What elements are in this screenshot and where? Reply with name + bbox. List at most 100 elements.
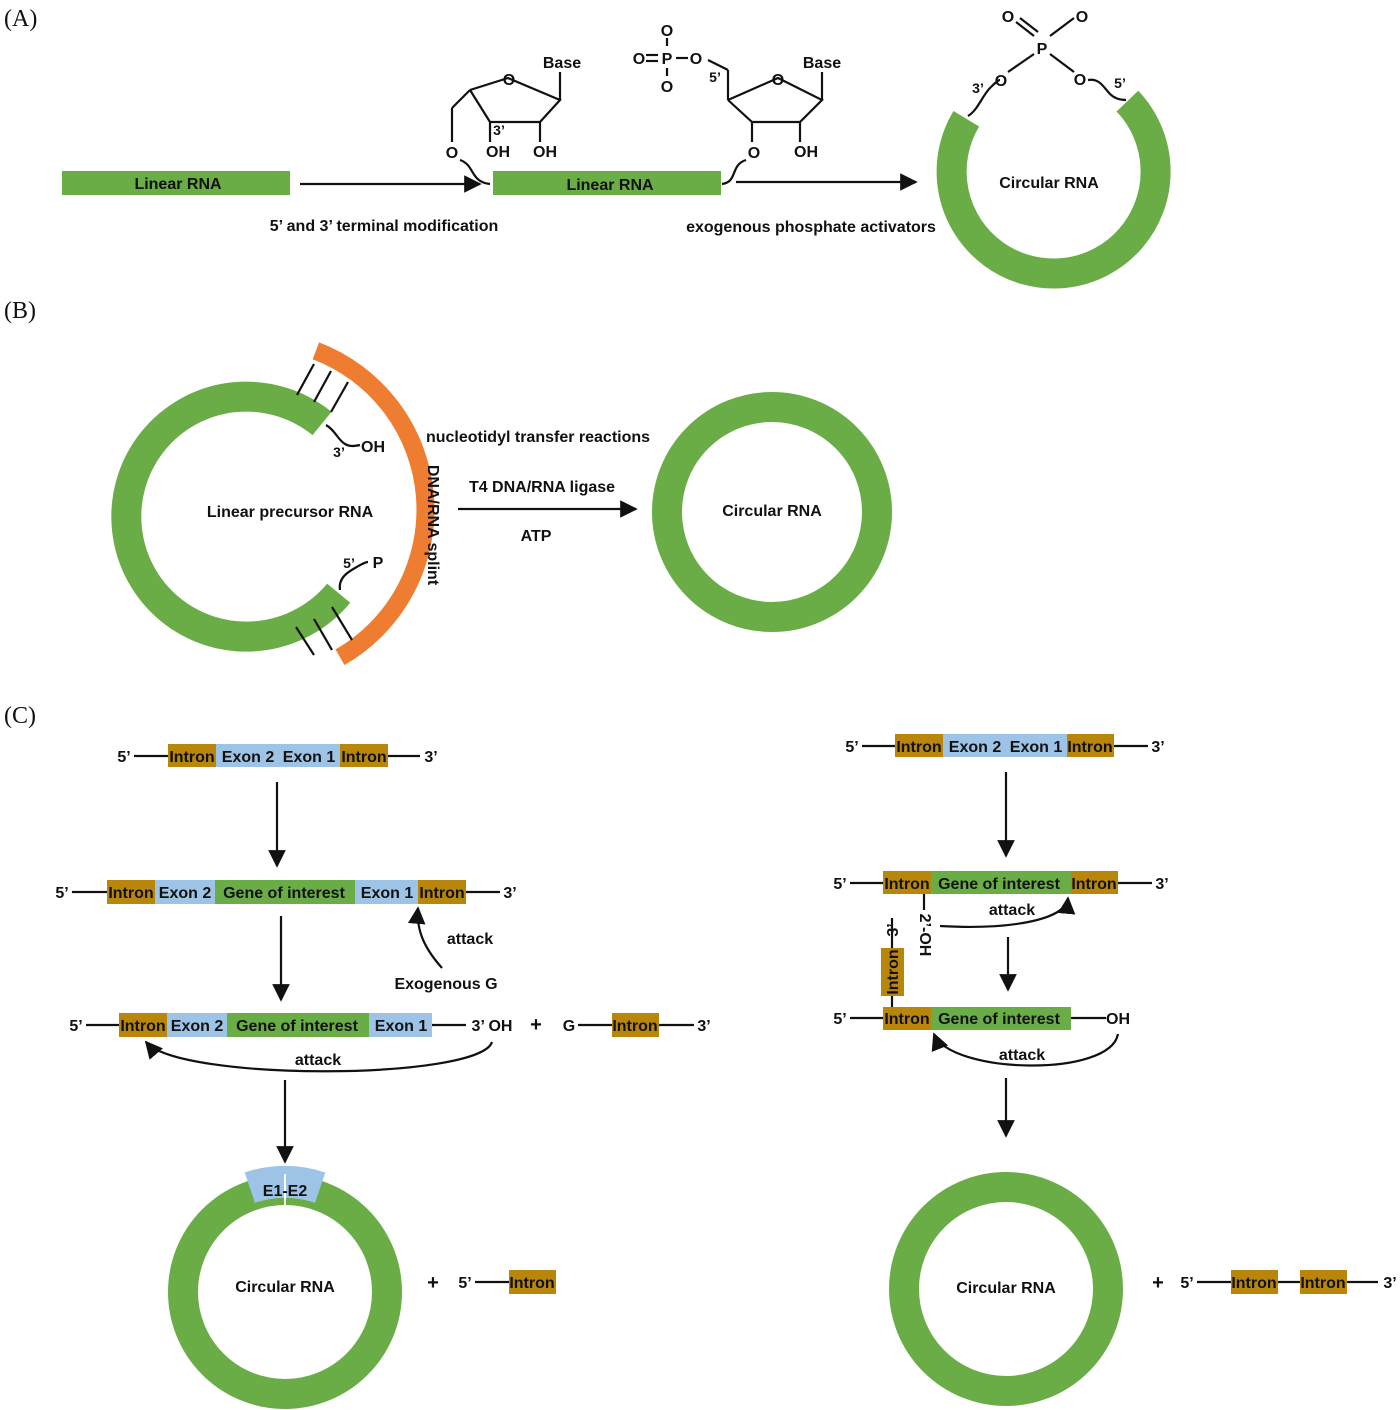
gene-block — [227, 1013, 369, 1037]
base-right: Base — [803, 55, 841, 72]
intron-label: Intron — [884, 876, 929, 893]
intron-label: Intron — [1067, 739, 1112, 756]
intron-label: Intron — [1300, 1275, 1345, 1292]
bridge-o-right: O — [1074, 72, 1086, 89]
panel-c-label: (C) — [4, 703, 36, 729]
base-pair-line — [313, 370, 332, 403]
p-atom-a: P — [662, 51, 673, 68]
bridge-o-top: O — [1076, 9, 1088, 26]
exon1-label: Exon 1 — [1010, 739, 1063, 756]
gene-block — [931, 1007, 1071, 1030]
bridge-3prime-curve — [967, 78, 1001, 117]
three-prime-left: 3’ — [493, 122, 505, 138]
panel-b-label: (B) — [4, 298, 36, 324]
intron-label: Intron — [341, 749, 386, 766]
intron-label: Intron — [884, 1011, 929, 1028]
precursor-open-ring — [111, 381, 351, 652]
intron-block — [883, 871, 931, 894]
linear-rna-bar-mid — [493, 171, 721, 195]
atp-label: ATP — [521, 528, 552, 545]
attack-arrow-2oh — [939, 896, 1076, 928]
intron-block — [340, 744, 388, 767]
five-prime: 5’ — [69, 1018, 82, 1035]
circular-rna-c-right-ring — [889, 1172, 1123, 1406]
o-down: O — [661, 79, 673, 96]
g-label: G — [563, 1018, 575, 1035]
oh-2-left: OH — [533, 144, 557, 161]
bridge-dbl-2 — [1019, 17, 1039, 33]
five-prime: 5’ — [117, 749, 130, 766]
gene-label: Gene of interest — [223, 885, 345, 902]
intron-block — [509, 1270, 556, 1294]
panel-c: (C) 5’ Intron Exon 2 Exon 1 Intron 3’ 5’… — [4, 703, 1397, 1409]
bridge-bond-right — [1049, 53, 1075, 73]
five-prime: 5’ — [833, 876, 846, 893]
ring-o-right: O — [772, 72, 784, 89]
exon2-label: Exon 2 — [159, 885, 212, 902]
junction-label: E1-E2 — [263, 1183, 308, 1200]
phosphate-bridge: 3’ O P O 5’ O O — [967, 9, 1127, 117]
five-prime: 5’ — [458, 1275, 471, 1292]
o-link-left: O — [446, 145, 458, 162]
b-oh: OH — [361, 439, 385, 456]
circular-rna-c-left-label: Circular RNA — [235, 1279, 335, 1296]
gene-label: Gene of interest — [938, 876, 1060, 893]
attack-label: attack — [989, 902, 1035, 919]
attack-arrow-oh — [144, 1040, 494, 1073]
base-pairs-top — [296, 363, 349, 413]
sugar-ring-right — [727, 76, 824, 124]
o-ester: O — [690, 51, 702, 68]
plus-sign: + — [427, 1272, 439, 1294]
three-prime: 3’ — [424, 749, 437, 766]
o-link-right: O — [748, 145, 760, 162]
three-oh-label: 3’ OH — [472, 1018, 513, 1035]
three-prime: 3’ — [1151, 739, 1164, 756]
circular-rna-c-right-label: Circular RNA — [956, 1280, 1056, 1297]
base-pair-line — [331, 606, 353, 641]
exon-block — [216, 744, 340, 767]
attack-arrow-g — [407, 906, 443, 969]
attack-label: attack — [447, 931, 493, 948]
intron-label: Intron — [612, 1018, 657, 1035]
exon1-label: Exon 1 — [361, 885, 414, 902]
three-prime: 3’ — [697, 1018, 710, 1035]
circular-rna-b-ring — [652, 392, 892, 632]
o-up: O — [661, 23, 673, 40]
intron-block — [418, 880, 466, 904]
plus-sign: + — [530, 1014, 542, 1036]
oh-end-curve — [325, 424, 361, 448]
intron-label: Intron — [419, 885, 464, 902]
panel-b: (B) Linear precursor RNA DNA/RNA splint … — [4, 298, 892, 666]
intron-label: Intron — [509, 1275, 554, 1292]
b-five-prime: 5’ — [343, 555, 355, 571]
intron-block — [612, 1013, 659, 1037]
link-left-curve — [459, 158, 491, 186]
five-prime-right: 5’ — [709, 69, 721, 85]
bridge-bond-left — [1007, 53, 1035, 73]
left-pathway: 5’ Intron Exon 2 Exon 1 Intron 3’ 5’ Int… — [55, 744, 711, 1409]
intron-label: Intron — [1231, 1275, 1276, 1292]
sugar-ring-left — [469, 76, 562, 124]
intron-block — [168, 744, 216, 767]
gene-label: Gene of interest — [236, 1018, 358, 1035]
intron-label: Intron — [108, 885, 153, 902]
b-three-prime: 3’ — [333, 444, 345, 460]
five-prime: 5’ — [845, 739, 858, 756]
intron-block — [1300, 1270, 1347, 1294]
attack-label: attack — [295, 1052, 341, 1069]
base-pair-line — [296, 363, 315, 396]
precursor-label: Linear precursor RNA — [207, 504, 374, 521]
linear-rna-left-label: Linear RNA — [134, 176, 222, 193]
five-prime: 5’ — [55, 885, 68, 902]
linear-rna-mid-label: Linear RNA — [566, 177, 654, 194]
right-pathway: 5’ Intron Exon 2 Exon 1 Intron 3’ 5’ Int… — [833, 734, 1397, 1406]
bridge-p: P — [1037, 41, 1048, 58]
bridge-3prime: 3’ — [972, 80, 984, 96]
bridge-5prime-curve — [1087, 78, 1127, 102]
intron-label: Intron — [885, 949, 902, 994]
base-left: Base — [543, 55, 581, 72]
circular-rna-open-ring — [936, 90, 1171, 289]
bridge-bond-o — [1049, 17, 1075, 37]
linear-rna-bar-left — [62, 171, 290, 195]
